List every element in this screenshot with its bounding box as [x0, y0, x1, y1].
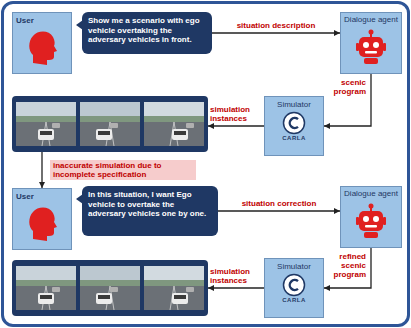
edge-label: simulation instances: [209, 105, 263, 123]
speech-text: Show me a scenario with ego vehicle over…: [88, 16, 206, 45]
user-box: User: [12, 12, 72, 74]
edge-label: simulation instances: [209, 267, 263, 285]
bubble-tail: [76, 194, 83, 204]
box-label: Dialogue agent: [344, 190, 398, 199]
flow-arrow: [218, 210, 340, 211]
speech-bubble: Show me a scenario with ego vehicle over…: [82, 12, 212, 54]
robot-icon: [354, 203, 388, 239]
agent-box: Dialogue agent: [340, 12, 402, 74]
edge-label: inaccurate simulation due to incomplete …: [50, 160, 196, 180]
simulation-image: [80, 102, 140, 146]
flow-arrow: [208, 287, 264, 288]
flow-arrow: [324, 74, 371, 126]
edge-label: refined scenic program: [325, 252, 367, 280]
agent-box: Dialogue agent: [340, 186, 402, 248]
simulation-image: [80, 266, 140, 310]
box-label: CARLA: [282, 297, 306, 303]
robot-icon: [354, 29, 388, 65]
simulation-image: [16, 266, 76, 310]
edge-label: scenic program: [325, 78, 367, 96]
flow-arrow: [208, 125, 264, 126]
simulation-image: [144, 266, 204, 310]
box-label: User: [16, 16, 34, 25]
speech-text: In this situation, I want Ego vehicle to…: [88, 190, 212, 219]
flow-arrow: [324, 248, 371, 288]
user-box: User: [12, 188, 72, 250]
bubble-tail: [76, 20, 83, 30]
box-label: Dialogue agent: [344, 16, 398, 25]
simulation-panel: [12, 96, 208, 152]
speech-bubble: In this situation, I want Ego vehicle to…: [82, 186, 218, 236]
box-label: CARLA: [282, 135, 306, 141]
carla-logo: [282, 111, 306, 135]
flow-arrow: [212, 32, 340, 33]
edge-label: situation correction: [241, 199, 318, 208]
user-head-icon: [25, 27, 59, 67]
carla-logo: [282, 273, 306, 297]
edge-label: situation description: [236, 21, 317, 30]
simulation-image: [16, 102, 76, 146]
box-label: Simulator: [277, 100, 311, 109]
simulation-image: [144, 102, 204, 146]
simulation-panel: [12, 260, 208, 316]
user-head-icon: [25, 203, 59, 243]
box-label: Simulator: [277, 262, 311, 271]
box-label: User: [16, 192, 34, 201]
simulator-box: SimulatorCARLA: [264, 258, 324, 318]
simulator-box: SimulatorCARLA: [264, 96, 324, 156]
flow-arrow: [41, 152, 42, 188]
